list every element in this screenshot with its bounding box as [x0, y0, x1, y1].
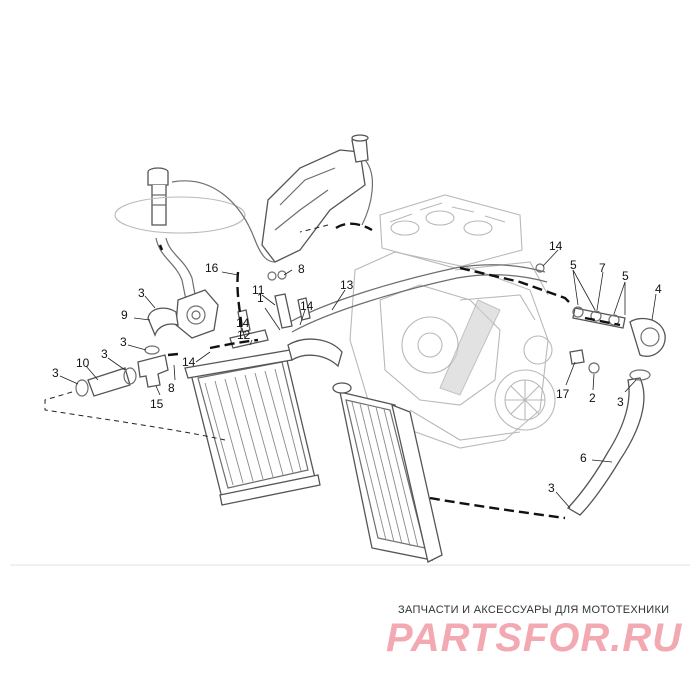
elbow-hose-9	[147, 307, 179, 337]
callout-6: 6	[580, 451, 587, 465]
callout-5a: 5	[570, 258, 577, 272]
overflow-hose	[171, 180, 276, 263]
routing-line-b	[459, 266, 573, 306]
clamp-5c	[608, 314, 620, 326]
watermark-logo: PARTSFOR.RU	[386, 616, 683, 660]
callout-8a: 8	[298, 262, 305, 276]
callout-3d: 3	[52, 366, 59, 380]
callout-16: 16	[205, 261, 219, 275]
callout-3b: 3	[120, 335, 127, 349]
engine-block	[349, 194, 556, 449]
nut-8	[267, 271, 277, 281]
hose-6	[566, 377, 645, 516]
callout-14c: 14	[236, 316, 250, 330]
clamp-10b	[123, 367, 137, 385]
callout-2: 2	[589, 391, 596, 405]
sealing-washer	[588, 362, 600, 374]
clamp-10a	[75, 379, 89, 397]
callout-1: 1	[257, 291, 264, 305]
callout-11: 11	[252, 283, 265, 297]
hose-13-inner	[291, 274, 548, 333]
leader-lines	[59, 249, 657, 509]
t-fitting-15	[137, 354, 169, 388]
filler-cap	[114, 167, 246, 234]
routing-line-h	[167, 352, 179, 357]
washer-14	[535, 263, 545, 273]
routing-line-a	[335, 222, 373, 232]
callout-5b: 5	[622, 269, 629, 283]
routing-line-d	[236, 271, 244, 331]
bolt-14b	[297, 297, 311, 321]
temp-sensor	[569, 349, 585, 365]
hose-6-clamp	[629, 369, 651, 381]
callout-8b: 8	[168, 381, 175, 395]
clamp-5b	[590, 310, 602, 322]
filler-hose-inner	[165, 237, 197, 301]
clamp-15	[144, 345, 160, 355]
thermostat-housing	[175, 289, 219, 339]
callout-17: 17	[556, 387, 570, 401]
expansion-tank	[261, 134, 373, 263]
callout-10: 10	[76, 356, 90, 370]
routing-thin-left	[44, 391, 226, 441]
callout-15: 15	[150, 397, 164, 411]
callout-4: 4	[655, 282, 662, 296]
callout-13: 13	[340, 278, 354, 292]
pump-cover	[629, 317, 666, 357]
callout-14d: 14	[182, 355, 196, 369]
filler-hose	[155, 237, 187, 301]
routing-line-e	[209, 338, 259, 350]
routing-thin-top	[299, 224, 329, 233]
callout-9: 9	[121, 308, 128, 322]
watermark-tagline: ЗАПЧАСТИ И АКСЕССУАРЫ ДЛЯ МОТОТЕХНИКИ	[398, 604, 670, 616]
callout-12: 12	[237, 328, 251, 342]
left-radiator	[184, 349, 321, 506]
callout-7: 7	[599, 261, 606, 275]
routing-line-c	[584, 316, 621, 327]
coupler-hose	[287, 338, 343, 368]
callout-3f: 3	[548, 481, 555, 495]
callout-3c: 3	[101, 347, 108, 361]
bolt-11	[274, 293, 293, 329]
callout-3a: 3	[138, 286, 145, 300]
callout-3e: 3	[617, 395, 624, 409]
routing-line-f	[429, 496, 566, 520]
washer-8	[277, 270, 287, 280]
hose-13	[289, 264, 546, 323]
clamp-5a	[572, 306, 584, 318]
right-radiator	[332, 382, 443, 563]
callout-14b: 14	[300, 299, 314, 313]
callout-14a: 14	[549, 239, 563, 253]
part-callouts: 1 2 3 3 3 3 3 3 4 5 5 6 7 8 8 9 10 11 12…	[52, 239, 662, 495]
hose-10	[87, 367, 131, 397]
routing-line-g	[158, 244, 164, 251]
